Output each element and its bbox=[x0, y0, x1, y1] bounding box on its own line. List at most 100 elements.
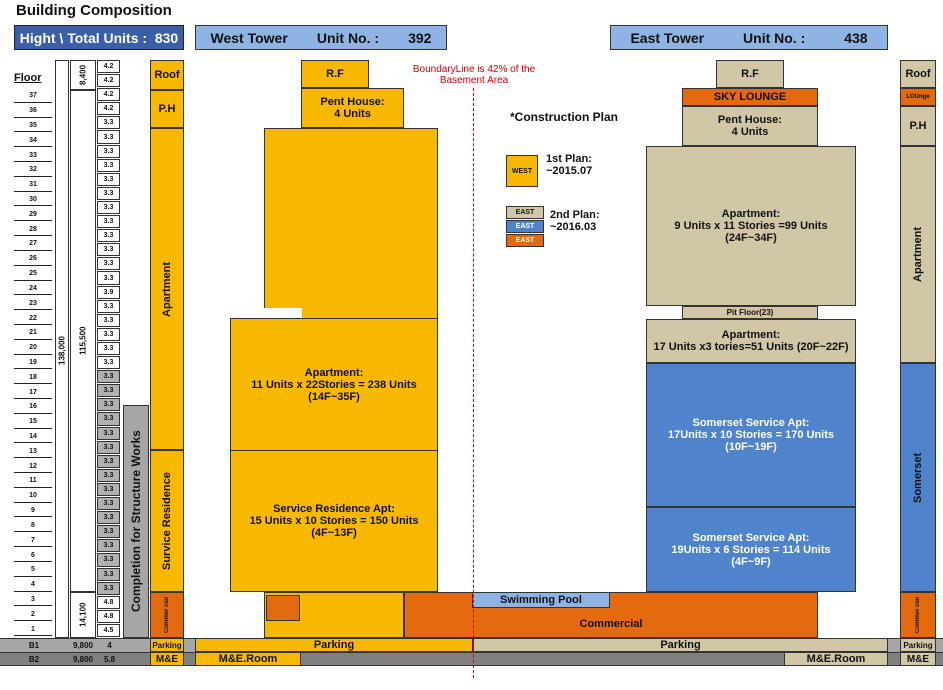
floor-height-cell: 4.8 bbox=[97, 609, 120, 623]
b2-label: B2 bbox=[28, 654, 40, 664]
floor-height-cell: 3.9 bbox=[97, 285, 120, 299]
floor-height-cell: 3.3 bbox=[97, 356, 120, 370]
floor-height-cell: 3.3 bbox=[97, 313, 120, 327]
floor-height-cell: 4.2 bbox=[97, 60, 120, 74]
overall-height-value: 138,000 bbox=[57, 336, 67, 366]
floor-label: 25 bbox=[14, 268, 52, 281]
west-apartment-line3: (14F~35F) bbox=[308, 390, 360, 403]
floor-height-cell: 3.3 bbox=[97, 172, 120, 186]
floor-height-cell: 3.3 bbox=[97, 130, 120, 144]
floor-label: 9 bbox=[14, 505, 52, 518]
east-unit-value: 438 bbox=[844, 29, 868, 46]
floor-label: 26 bbox=[14, 253, 52, 266]
floor-label: 33 bbox=[14, 149, 52, 163]
legend-plan1-line1: 1st Plan: bbox=[546, 153, 592, 165]
legend-plan2: 2nd Plan: ~2016.03 bbox=[550, 209, 600, 233]
floor-label: 22 bbox=[14, 312, 52, 325]
floor-label: 7 bbox=[14, 534, 52, 548]
floor-height-cell: 3.3 bbox=[97, 398, 120, 412]
floor-height-cell: 3.3 bbox=[97, 271, 120, 285]
middle-height-cell: 115,500 bbox=[70, 90, 96, 592]
floor-label: 36 bbox=[14, 105, 52, 118]
floor-label: 17 bbox=[14, 386, 52, 399]
legend-plan2-line1: 2nd Plan: bbox=[550, 209, 600, 221]
floor-height-cell: 3.3 bbox=[97, 511, 120, 525]
east-somerset2-line2: 19Units x 6 Stories = 114 Units bbox=[671, 543, 831, 556]
legend-east-swatch-rust: EAST bbox=[506, 234, 544, 247]
floor-height-cell: 3.3 bbox=[97, 370, 120, 384]
lower-height-cell: 14,100 bbox=[70, 592, 96, 638]
east-penthouse: Pent House: 4 Units bbox=[682, 106, 818, 146]
west-service-line3: (4F~13F) bbox=[311, 527, 357, 539]
floor-height-cell: 3.3 bbox=[97, 482, 120, 497]
floor-label: 13 bbox=[14, 445, 52, 459]
floor-label: 2 bbox=[14, 608, 52, 622]
floor-label: 21 bbox=[14, 327, 52, 340]
left-zone-roof: Roof bbox=[150, 60, 184, 90]
floor-height-cell: 4.8 bbox=[97, 595, 120, 609]
floor-label: 37 bbox=[14, 90, 52, 103]
east-unit-label: Unit No. : bbox=[743, 29, 806, 46]
floor-label: 27 bbox=[14, 238, 52, 251]
total-units-header: Hight \ Total Units : 830 bbox=[14, 25, 184, 50]
completion-label: Completion for Structure Works bbox=[129, 430, 143, 613]
b1-label: B1 bbox=[28, 640, 40, 650]
right-zone-parking: Parking bbox=[900, 638, 936, 652]
right-zone-ph: P.H bbox=[900, 106, 936, 146]
boundary-note-line2: Basement Area bbox=[439, 75, 509, 86]
east-somerset2-line1: Somerset Service Apt: bbox=[692, 531, 810, 544]
east-apartment-lower: Apartment: 17 Units x3 tories=51 Units (… bbox=[646, 319, 856, 363]
b2-height: 5.8 bbox=[103, 654, 116, 664]
right-zone-somerset-label: Somerset bbox=[912, 452, 924, 503]
floor-label: 14 bbox=[14, 431, 52, 444]
floor-label: 29 bbox=[14, 208, 52, 222]
east-sky-lounge: SKY LOUNGE bbox=[682, 88, 818, 106]
me-room-east: M&E.Room bbox=[784, 652, 888, 666]
floor-height-cell: 3.3 bbox=[97, 468, 120, 482]
floor-height-cell: 3.3 bbox=[97, 200, 120, 215]
floor-height-cell: 3.3 bbox=[97, 454, 120, 468]
east-tower-header: East Tower Unit No. : 438 bbox=[610, 25, 888, 50]
floor-label: 8 bbox=[14, 520, 52, 533]
floor-height-cell: 3.3 bbox=[97, 581, 120, 595]
floor-height-cell: 3.3 bbox=[97, 497, 120, 511]
me-room-west: M&E.Room bbox=[195, 652, 301, 666]
floor-label: 10 bbox=[14, 490, 52, 503]
overall-height-column: 138,000 bbox=[55, 60, 69, 638]
west-podium-commercial bbox=[266, 595, 300, 621]
left-zone-parking: Parking bbox=[150, 638, 184, 652]
floor-label: 30 bbox=[14, 194, 52, 207]
upper-height-value: 8,400 bbox=[78, 64, 88, 86]
floor-height-cell: 4.2 bbox=[97, 74, 120, 88]
legend-west-swatch: WEST bbox=[506, 155, 538, 187]
left-zone-apartment-label: Apartment bbox=[161, 261, 173, 317]
right-zone-roof: Roof bbox=[900, 60, 936, 88]
east-tower-label: East Tower bbox=[630, 29, 705, 46]
floor-label: 23 bbox=[14, 297, 52, 311]
east-apartment2-line1: Apartment: bbox=[721, 329, 781, 341]
west-service-line2: 15 Units x 10 Stories = 150 Units bbox=[249, 515, 419, 527]
boundary-line bbox=[473, 88, 474, 678]
east-penthouse-line1: Pent House: bbox=[717, 114, 783, 126]
left-zone-commercial-label: Commer cial bbox=[164, 597, 170, 634]
floor-height-cell: 3.3 bbox=[97, 257, 120, 271]
floor-height-cell: 3.3 bbox=[97, 229, 120, 243]
east-somerset1-line2: 17Units x 10 Stories = 170 Units bbox=[668, 429, 834, 441]
west-penthouse: Pent House: 4 Units bbox=[301, 88, 404, 128]
floor-label: 16 bbox=[14, 401, 52, 414]
legend-title: *Construction Plan bbox=[510, 110, 619, 124]
east-apartment2-line2: 17 Units x3 tories=51 Units (20F~22F) bbox=[653, 341, 849, 353]
floor-height-cell: 3.3 bbox=[97, 158, 120, 172]
floor-label: 4 bbox=[14, 579, 52, 592]
floor-label: 5 bbox=[14, 564, 52, 577]
left-zone-survice: Survice Residence bbox=[150, 450, 184, 592]
floor-label: 6 bbox=[14, 549, 52, 562]
west-service-line1: Service Residence Apt: bbox=[273, 503, 395, 515]
west-tower-header: West Tower Unit No. : 392 bbox=[195, 25, 447, 50]
floor-label: 3 bbox=[14, 594, 52, 607]
east-apartment-line1: Apartment: bbox=[721, 208, 781, 220]
floor-label: 28 bbox=[14, 223, 52, 237]
floor-height-cell: 3.3 bbox=[97, 144, 120, 158]
east-somerset1-line1: Somerset Service Apt: bbox=[692, 417, 810, 429]
floor-height-cell: 3.3 bbox=[97, 299, 120, 313]
